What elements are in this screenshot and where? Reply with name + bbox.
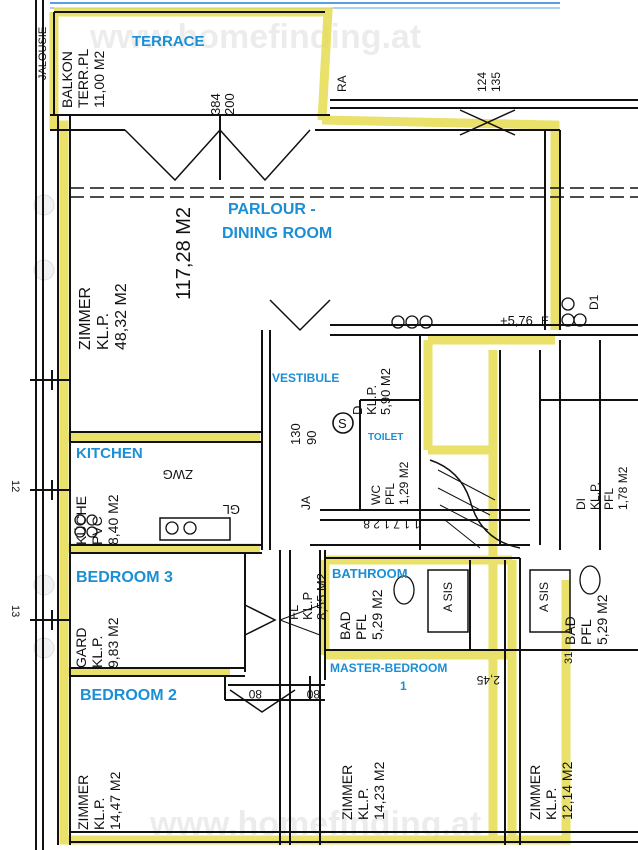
dim-200: 200 [222, 93, 237, 115]
svg-text:ZIMMER: ZIMMER [527, 765, 543, 820]
svg-text:BAD: BAD [337, 611, 353, 640]
svg-text:KL.P.: KL.P. [89, 636, 105, 668]
label-vestibule: VESTIBULE [272, 371, 339, 385]
room-kueche: KÜCHE PVC 8,40 M2 [72, 494, 121, 545]
svg-text:ZIMMER: ZIMMER [77, 287, 94, 350]
room-zimmer-b2: ZIMMER KL.P. 14,47 M2 [75, 771, 123, 830]
svg-text:PFL: PFL [383, 483, 397, 505]
label-bathroom: BATHROOM [332, 566, 408, 581]
e-label: E [541, 314, 549, 328]
svg-text:KÜCHE: KÜCHE [72, 496, 89, 545]
svg-text:5,29 M2: 5,29 M2 [369, 589, 385, 640]
zwg-label: ZWG [163, 467, 193, 482]
label-parlour-2: DINING ROOM [222, 225, 332, 242]
svg-text:DI: DI [574, 498, 588, 510]
svg-text:GARD: GARD [73, 628, 89, 668]
room-wc: WC PFL 1,29 M2 [369, 461, 411, 505]
svg-text:ZIMMER: ZIMMER [75, 775, 91, 830]
label-master-2: 1 [400, 679, 407, 693]
room-fl: FL KL.P 8,55 M2 [286, 573, 329, 620]
svg-text:PFL: PFL [602, 488, 616, 510]
total-area: 117,28 M2 [173, 207, 195, 300]
dim-124: 124 [475, 72, 489, 92]
svg-text:ZIMMER: ZIMMER [339, 765, 355, 820]
svg-text:KL.P.: KL.P. [91, 798, 107, 830]
dim-80-right: 80 [306, 687, 320, 701]
svg-text:BALKON: BALKON [59, 51, 75, 108]
dim-245: 2,45 [476, 673, 500, 687]
svg-text:9,83 M2: 9,83 M2 [105, 617, 121, 668]
svg-text:14,23 M2: 14,23 M2 [371, 761, 387, 820]
svg-text:12,14 M2: 12,14 M2 [559, 761, 575, 820]
svg-text:BAD: BAD [562, 616, 578, 645]
svg-text:KL.P.: KL.P. [355, 788, 371, 820]
room-bad-left: BAD PFL 5,29 M2 [337, 589, 385, 640]
d1-label: D1 [587, 294, 601, 310]
svg-text:FL: FL [286, 605, 301, 620]
label-master-1: MASTER-BEDROOM [330, 661, 447, 675]
svg-text:8,40 M2: 8,40 M2 [105, 494, 121, 545]
watermark-top: www.homefinding.at [89, 18, 421, 56]
room-bad-right: BAD PFL 5,29 M2 [562, 594, 610, 645]
room-vestibule-code: D KL.P. 5,90 M2 [350, 368, 393, 415]
room-di-right: DI KL.P. PFL 1,78 M2 [574, 466, 630, 510]
circle-s-label: S [338, 416, 347, 431]
svg-text:PVC: PVC [89, 516, 105, 545]
svg-text:11,00 M2: 11,00 M2 [91, 50, 107, 108]
dim-384: 384 [208, 93, 223, 115]
label-toilet: TOILET [368, 432, 403, 443]
label-bedroom3: BEDROOM 3 [76, 569, 173, 586]
room-zimmer-mid: ZIMMER KL.P. 14,23 M2 [339, 761, 387, 820]
svg-text:5,90 M2: 5,90 M2 [378, 368, 393, 415]
room-zimmer-main: ZIMMER KL.P. 48,32 M2 [77, 283, 130, 350]
ja-label: JA [299, 496, 313, 510]
svg-text:90: 90 [304, 431, 319, 445]
svg-text:PFL: PFL [353, 614, 369, 640]
svg-text:WC: WC [369, 485, 383, 505]
walls [30, 0, 638, 850]
asis-left: A SIS [441, 582, 455, 612]
svg-text:PFL: PFL [578, 619, 594, 645]
dim-13: 13 [9, 605, 21, 617]
level-label: +5,76 [500, 313, 533, 328]
jalousie-label: JALOUSIE [37, 27, 49, 80]
svg-text:KL.P.: KL.P. [95, 313, 112, 350]
ra-label: RA [335, 75, 349, 92]
svg-text:KL.P.: KL.P. [543, 788, 559, 820]
svg-text:KL.P: KL.P [300, 592, 315, 620]
svg-text:KL.P.: KL.P. [364, 385, 379, 415]
gl-label: GL [223, 502, 240, 517]
dim-12: 12 [9, 480, 21, 492]
label-bedroom2: BEDROOM 2 [80, 687, 177, 704]
dim-135: 135 [489, 72, 503, 92]
label-kitchen: KITCHEN [76, 445, 143, 462]
room-balkon: BALKON TERR.PL 11,00 M2 [59, 49, 107, 108]
svg-text:TERR.PL: TERR.PL [75, 49, 91, 108]
svg-text:5,29 M2: 5,29 M2 [594, 594, 610, 645]
room-zimmer-right: ZIMMER KL.P. 12,14 M2 [527, 761, 575, 820]
svg-text:KL.P.: KL.P. [588, 482, 602, 510]
svg-text:8,55 M2: 8,55 M2 [314, 573, 329, 620]
svg-text:D: D [350, 406, 365, 415]
svg-text:1,78 M2: 1,78 M2 [616, 466, 630, 510]
svg-text:48,32 M2: 48,32 M2 [113, 283, 130, 350]
dim-31: 31 [563, 652, 575, 664]
label-parlour-1: PARLOUR - [228, 201, 316, 218]
room-gard: GARD KL.P. 9,83 M2 [73, 617, 121, 668]
svg-text:130: 130 [288, 423, 303, 445]
room-vestibule: 130 90 [288, 423, 319, 445]
asis-right: A SIS [537, 582, 551, 612]
svg-text:1,29 M2: 1,29 M2 [397, 461, 411, 505]
fixture-symbols [74, 297, 601, 605]
dim-80-left: 80 [248, 687, 262, 701]
svg-text:14,47 M2: 14,47 M2 [107, 771, 123, 830]
stair-numbers: 1 1 7 1 2 8 [363, 517, 420, 531]
label-terrace: TERRACE [132, 33, 205, 50]
